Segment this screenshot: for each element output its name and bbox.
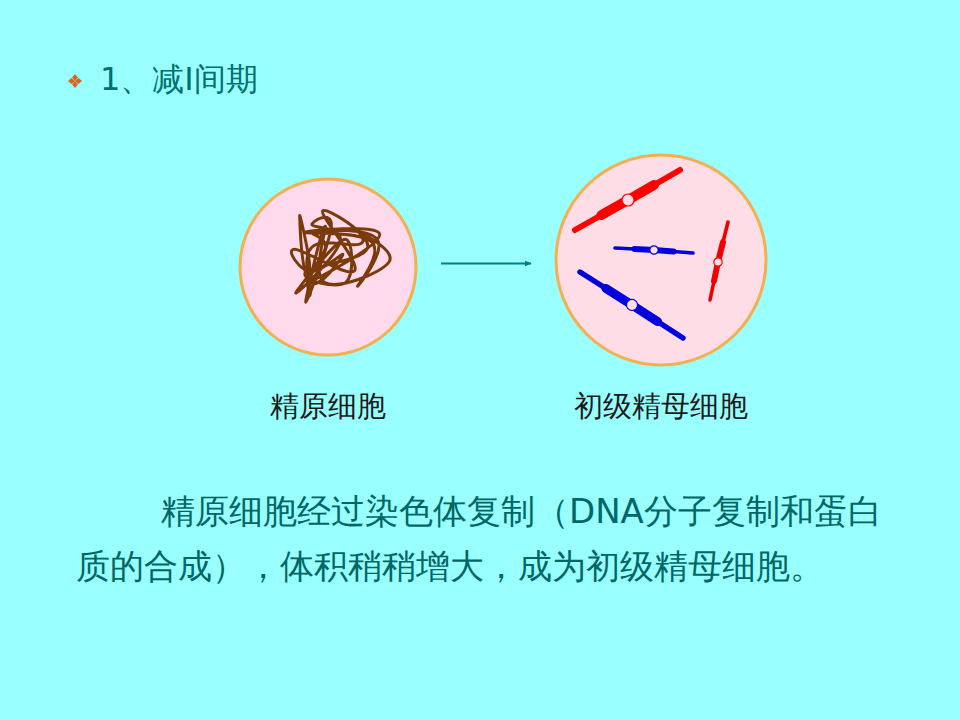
cell-node: 初级精母细胞 — [553, 152, 769, 427]
cell-label: 精原细胞 — [237, 387, 419, 427]
chromosome — [615, 246, 693, 254]
slide-title: 1、减Ⅰ间期 — [100, 58, 258, 102]
arrow-connector — [441, 263, 531, 265]
chromosome — [575, 170, 680, 230]
bullet-symbol — [68, 74, 82, 88]
cell-label: 初级精母细胞 — [553, 387, 769, 427]
cell-node: 精原细胞 — [237, 176, 419, 427]
cell-outline — [237, 176, 419, 358]
cell-outline — [553, 152, 769, 368]
chromatin-threads — [291, 210, 390, 302]
cell-membrane — [556, 155, 766, 365]
description-text: 精原细胞经过染色体复制（DNA分子复制和蛋白质的合成），体积稍稍增大，成为初级精… — [76, 484, 906, 594]
chromosome — [580, 272, 683, 338]
chromosome — [710, 222, 728, 300]
cell-membrane — [240, 179, 416, 355]
